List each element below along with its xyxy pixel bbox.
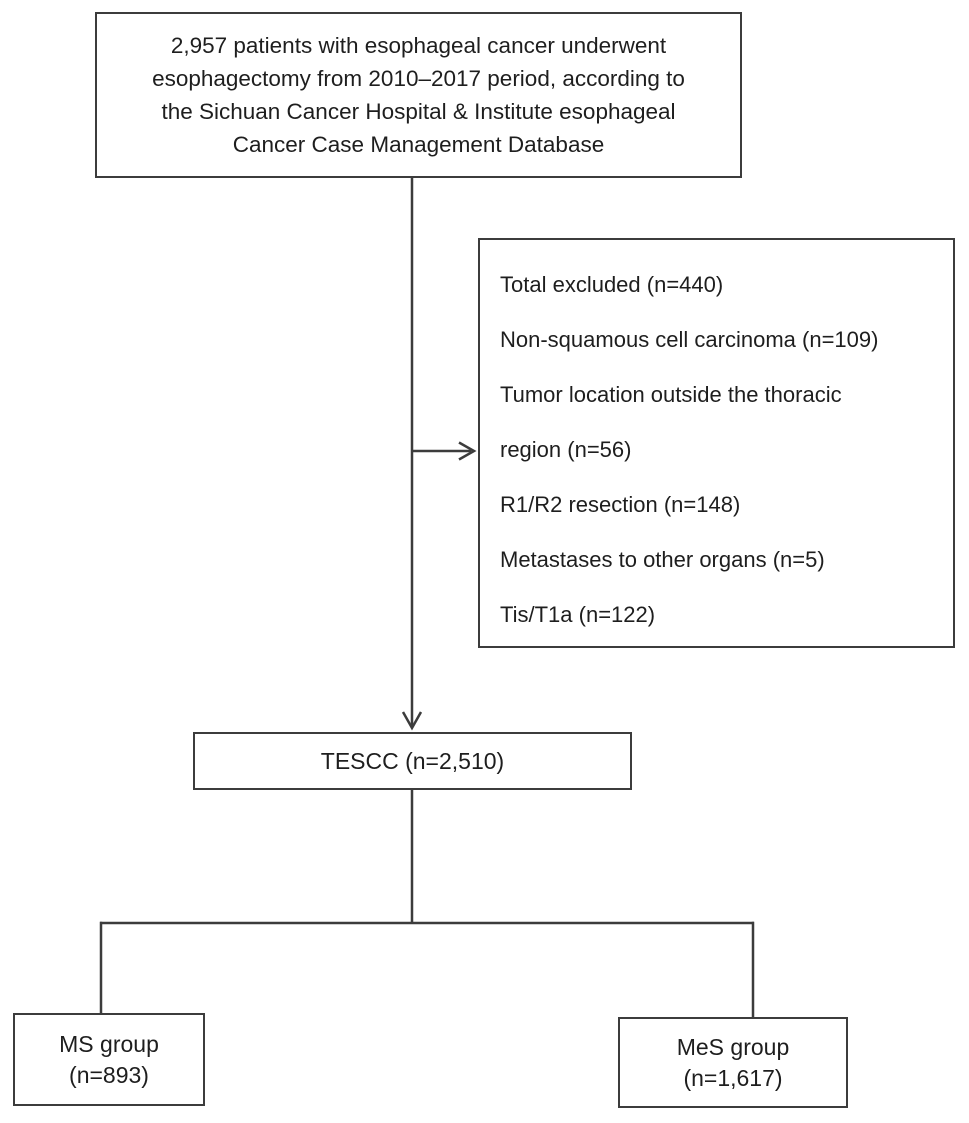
mes-group-box: MeS group (n=1,617) bbox=[618, 1017, 848, 1108]
tescc-cohort-box: TESCC (n=2,510) bbox=[193, 732, 632, 790]
arrowhead-down-icon bbox=[401, 711, 423, 731]
mes-group-count: (n=1,617) bbox=[683, 1064, 783, 1091]
source-population-box: 2,957 patients with esophageal cancer un… bbox=[95, 12, 742, 178]
ms-group-box: MS group (n=893) bbox=[13, 1013, 205, 1106]
source-box-line: 2,957 patients with esophageal cancer un… bbox=[170, 33, 667, 58]
excluded-item-non-squamous: Non-squamous cell carcinoma (n=109) bbox=[500, 327, 879, 352]
excluded-item-tis-t1a: Tis/T1a (n=122) bbox=[500, 602, 656, 627]
arrowhead-right-icon bbox=[458, 441, 477, 461]
tescc-box-label: TESCC (n=2,510) bbox=[320, 747, 505, 774]
source-box-line: Cancer Case Management Database bbox=[232, 132, 605, 157]
ms-group-label: MS group bbox=[59, 1030, 159, 1057]
excluded-item-r1r2: R1/R2 resection (n=148) bbox=[500, 492, 741, 517]
excluded-patients-box: Total excluded (n=440) Non-squamous cell… bbox=[478, 238, 955, 648]
mes-group-label: MeS group bbox=[676, 1033, 790, 1060]
source-box-line: the Sichuan Cancer Hospital & Institute … bbox=[161, 99, 676, 124]
source-box-line: esophagectomy from 2010–2017 period, acc… bbox=[152, 66, 685, 91]
excluded-item-metastases: Metastases to other organs (n=5) bbox=[500, 547, 825, 572]
excluded-item-tumor-location: Tumor location outside the thoracic bbox=[500, 382, 842, 407]
excluded-item-total: Total excluded (n=440) bbox=[500, 272, 724, 297]
ms-group-count: (n=893) bbox=[69, 1061, 149, 1088]
excluded-item-tumor-location-cont: region (n=56) bbox=[500, 437, 632, 462]
